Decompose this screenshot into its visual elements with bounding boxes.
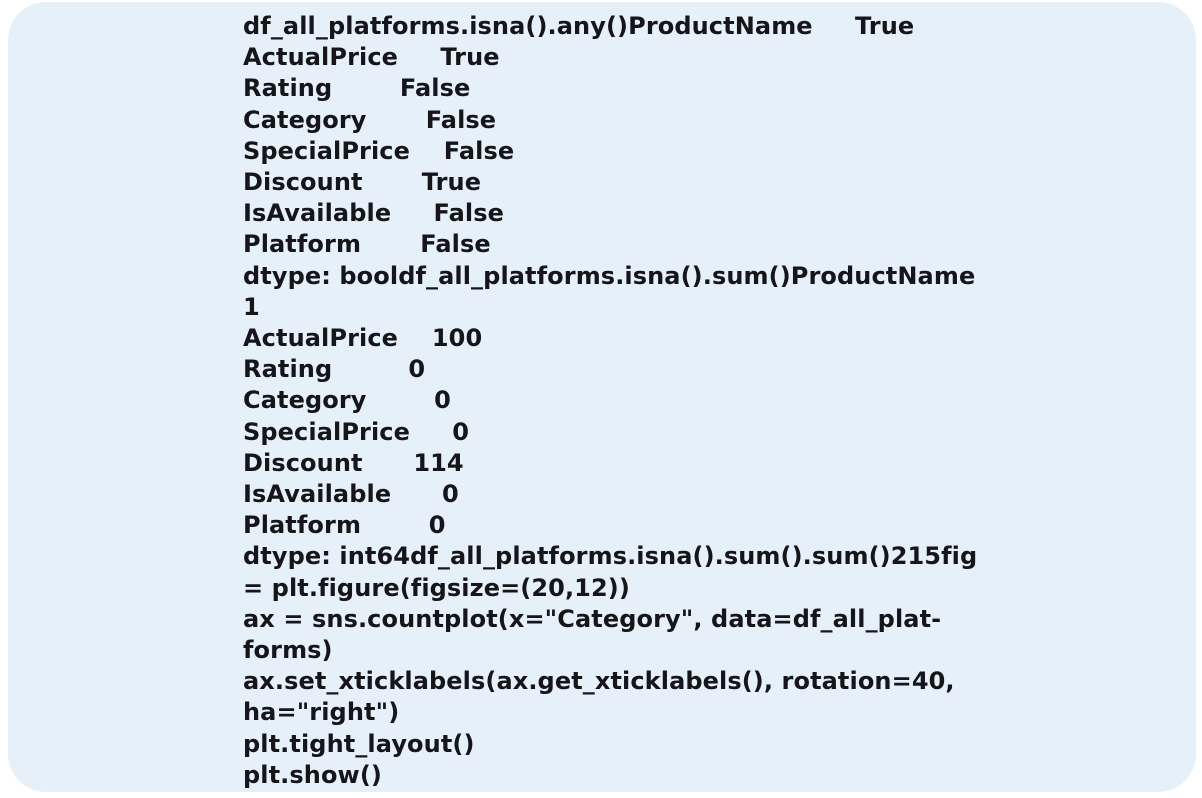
code-line: ActualPrice 100 [243, 324, 483, 353]
code-line: Category False [243, 105, 497, 134]
code-line: Rating False [243, 74, 471, 103]
code-line: Discount True [243, 168, 482, 197]
code-line: SpecialPrice 0 [243, 417, 470, 446]
code-block: df_all_platforms.isna().any()ProductName… [243, 11, 1193, 791]
code-line: dtype: booldf_all_platforms.isna().sum()… [243, 261, 976, 290]
code-line: ActualPrice True [243, 43, 500, 72]
code-line: dtype: int64df_all_platforms.isna().sum(… [243, 542, 978, 571]
code-line: 1 [243, 292, 260, 321]
code-line: Rating 0 [243, 355, 426, 384]
code-line: ax = sns.countplot(x="Category", data=df… [243, 604, 942, 633]
code-line: Category 0 [243, 386, 451, 415]
code-line: df_all_platforms.isna().any()ProductName… [243, 12, 915, 40]
code-line: = plt.figure(figsize=(20,12)) [243, 573, 630, 602]
code-line: forms) [243, 636, 333, 665]
code-line: Platform False [243, 230, 491, 259]
code-line: SpecialPrice False [243, 136, 515, 165]
code-line: ax.set_xticklabels(ax.get_xticklabels(),… [243, 667, 955, 696]
code-line: IsAvailable 0 [243, 480, 459, 509]
code-line: ha="right") [243, 698, 400, 727]
code-line: plt.tight_layout() [243, 729, 475, 758]
code-line: plt.show() [243, 760, 382, 789]
code-line: Discount 114 [243, 448, 464, 477]
output-card: df_all_platforms.isna().any()ProductName… [8, 2, 1196, 792]
code-line: Platform 0 [243, 511, 446, 540]
code-line: IsAvailable False [243, 199, 504, 228]
